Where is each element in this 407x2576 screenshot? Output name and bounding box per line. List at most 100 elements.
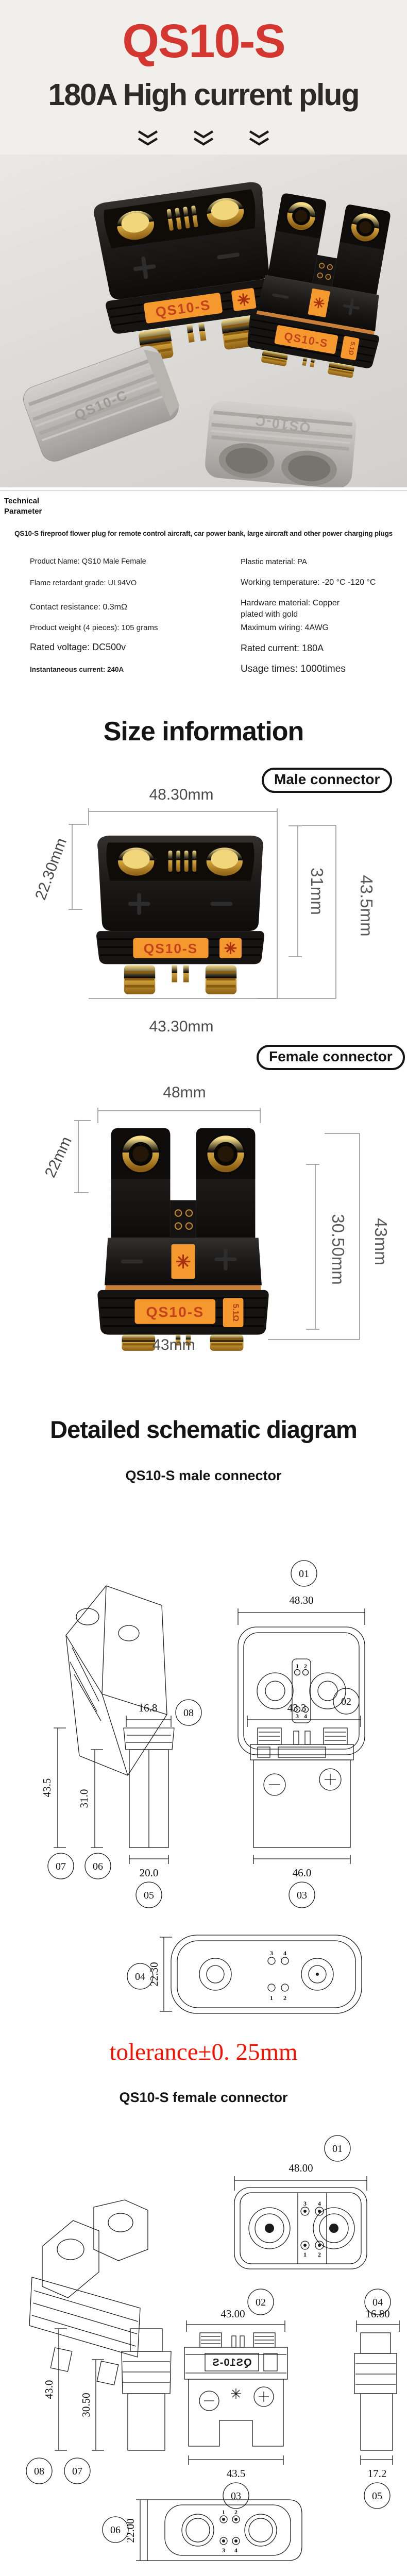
female-isometric-view: [29, 2199, 148, 2385]
callout-01: 01: [299, 1568, 309, 1580]
param-product-name: Product Name: QS10 Male Female: [30, 557, 146, 566]
callout-03: 03: [231, 2490, 241, 2502]
schematic-heading: Detailed schematic diagram: [50, 1416, 358, 1443]
pin-label: 1: [222, 2509, 225, 2516]
female-schematic-title: QS10-S female connector: [119, 2090, 288, 2105]
callout-03: 03: [297, 1890, 307, 1901]
pin-label: 3: [270, 1950, 273, 1957]
female-dim-bottom: 43mm: [152, 1336, 195, 1353]
callout-08: 08: [183, 1707, 194, 1719]
param-hardware-material: Hardware material: Copper plated with go…: [241, 599, 340, 619]
param-max-wiring: Maximum wiring: 4AWG: [241, 623, 329, 632]
callout-05: 05: [372, 2490, 382, 2502]
pin-label: 3: [222, 2547, 225, 2554]
female-right-side-view: 04 16.80 17.2 05: [354, 2289, 400, 2509]
tech-parameter-label: Technical Parameter: [4, 496, 42, 517]
dim-16-80: 16.80: [365, 2308, 389, 2320]
callout-07: 07: [72, 2466, 82, 2477]
pin-label: 1: [270, 1994, 273, 2002]
param-plastic-material: Plastic material: PA: [241, 557, 307, 566]
dim-43-00: 43.00: [221, 2308, 245, 2320]
male-dim-bottom: 43.30mm: [149, 1018, 213, 1035]
female-dim-left: 22mm: [42, 1134, 75, 1180]
female-connector-product-photo: [97, 1128, 268, 1351]
callout-02: 02: [256, 2297, 266, 2308]
hero-product-photo: QS10-C QS10-C: [0, 155, 407, 488]
dim-48-00: 48.00: [289, 2162, 313, 2174]
section-divider: [0, 490, 407, 491]
size-section-heading: Size information: [103, 717, 304, 747]
param-instant-current: Instantaneous current: 240A: [30, 666, 124, 673]
callout-04: 04: [135, 1971, 145, 1982]
product-intro-line: QS10-S fireproof flower plug for remote …: [14, 530, 393, 537]
cap-open-photo: QS10-C: [205, 401, 357, 488]
cap-closed-photo: QS10-C: [23, 345, 180, 462]
double-chevron-down-icon: [138, 130, 158, 146]
male-dim-right: 43.5mm: [357, 875, 376, 936]
tolerance-note: tolerance±0. 25mm: [109, 2039, 298, 2065]
hero-photo-illustration: QS10-C QS10-C: [23, 155, 407, 488]
dim-43-5: 43.5: [41, 1778, 53, 1798]
dim-46-0: 46.0: [293, 1867, 312, 1879]
param-rated-voltage: Rated voltage: DC500v: [30, 642, 126, 652]
female-dim-right: 43mm: [371, 1218, 391, 1265]
female-front-view: 01 48.00 3 4 1 2: [234, 2135, 367, 2269]
female-size-figure: 48mm 22mm 30.50mm 43mm 43mm: [42, 1084, 391, 1353]
callout-08: 08: [34, 2466, 44, 2477]
param-usage-times: Usage times: 1000times: [241, 664, 346, 674]
pin-label: 2: [283, 1994, 286, 2002]
pin-label: 3: [303, 2200, 307, 2207]
dim-22-00: 22.00: [124, 2518, 137, 2543]
callout-07: 07: [56, 1861, 66, 1872]
pin-label: 4: [283, 1950, 286, 1957]
tech-parameter-label-line1: Technical: [4, 497, 40, 505]
pin-label: 1: [296, 1663, 299, 1670]
dim-48-30: 48.30: [289, 1594, 313, 1606]
dim-30-50: 30.50: [80, 2393, 92, 2417]
param-flame-grade: Flame retardant grade: UL94VO: [30, 579, 137, 587]
male-schematic-title: QS10-S male connector: [125, 1468, 282, 1483]
female-connector-badge: Female connector: [257, 1045, 405, 1070]
male-size-figure: 48.30mm 22.30mm 31mm 43.5mm 43.30mm: [32, 786, 376, 1035]
double-chevron-down-icon: [193, 130, 214, 146]
male-isometric-view: [65, 1585, 167, 1776]
pin-label: 4: [318, 2200, 321, 2207]
male-side-view: 16.8 08 43.5 31.0 07 06 20.0 05: [41, 1699, 202, 1908]
dim-43-3: 43.3: [287, 1702, 307, 1714]
callout-06: 06: [93, 1861, 103, 1872]
female-dim-inner: 30.50mm: [329, 1214, 348, 1285]
pin-label: 3: [296, 1713, 299, 1720]
male-connector-product-photo: [96, 836, 264, 994]
pin-label: 2: [318, 2251, 321, 2258]
male-connector-badge: Male connector: [262, 768, 393, 793]
female-schematic-drawing: 01 48.00 3 4 1 2: [26, 2135, 400, 2561]
male-dim-left: 22.30mm: [32, 836, 70, 902]
hero-section: QS10-S 180A High current plug: [0, 0, 407, 155]
pin-label: 2: [234, 2509, 238, 2516]
male-dim-inner: 31mm: [308, 868, 327, 915]
mirrored-model-label: QS10-S: [212, 2357, 251, 2368]
page-subtitle: 180A High current plug: [48, 78, 360, 112]
callout-02: 02: [341, 1696, 351, 1707]
param-working-temp: Working temperature: -20 °C -120 °C: [241, 578, 376, 587]
dim-43-0: 43.0: [43, 2380, 55, 2399]
param-contact-resistance: Contact resistance: 0.3mΩ: [30, 603, 127, 612]
callout-05: 05: [144, 1890, 154, 1901]
female-dim-top: 48mm: [163, 1084, 206, 1101]
double-chevron-down-icon: [249, 130, 269, 146]
pin-label: 4: [304, 1713, 307, 1720]
dim-22-30: 22.30: [148, 1962, 160, 1986]
param-weight: Product weight (4 pieces): 105 grams: [30, 623, 158, 632]
female-side-view: 43.0 30.50 08 07: [26, 2328, 172, 2484]
dim-16-8: 16.8: [139, 1702, 158, 1714]
male-front-view: 01 48.30 1 2 3 4: [238, 1560, 365, 1755]
female-connector-photo: [243, 191, 401, 381]
female-rear-view: 02 43.00 QS10-S 43.5 03: [184, 2289, 288, 2509]
male-schematic-drawing: 01 48.30 1 2 3 4 16.8 08: [41, 1560, 365, 2014]
male-rear-view: 43.3 02 46.0 03: [247, 1688, 361, 1908]
tech-parameter-label-line2: Parameter: [4, 507, 42, 516]
dim-20-0: 20.0: [140, 1867, 159, 1879]
male-dim-top: 48.30mm: [149, 786, 213, 803]
pin-label: 1: [303, 2251, 307, 2258]
